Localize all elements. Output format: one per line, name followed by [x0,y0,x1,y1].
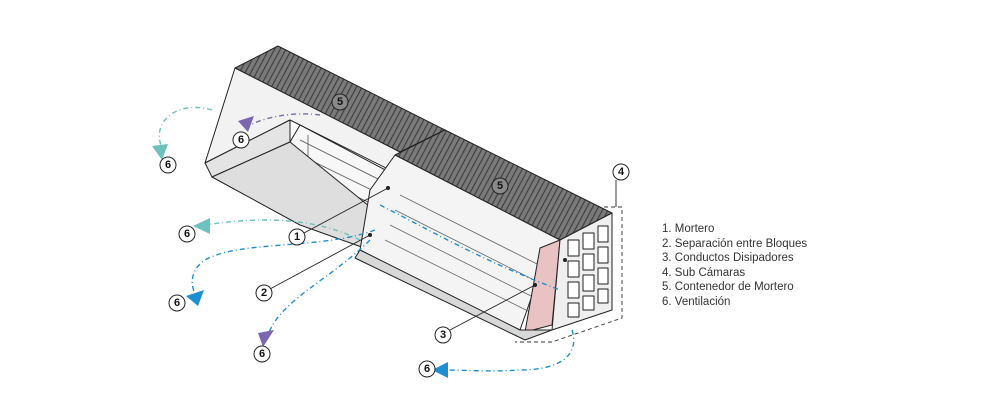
flow-mid-left [204,219,361,241]
callout-label-5b: 5 [497,180,503,192]
callout-circle-5a [331,93,349,111]
callout-circle-6a [159,156,177,174]
arrow-down [258,330,274,347]
right-block-end [551,212,613,331]
legend-item-separacion: 2. Separación entre Bloques [662,237,808,250]
legend-item-contenedor: 5. Contenedor de Mortero [662,281,794,294]
callout-circle-6d [168,294,186,312]
sub-chambers-grid [567,225,609,318]
flow-arrowheads [152,116,448,378]
right-block [354,129,613,341]
ventilation-flows [158,106,575,372]
legend-item-mortero: 1. Mortero [662,223,715,235]
callout-label-6a: 6 [165,159,171,171]
flow-down [267,239,371,336]
arrow-mid-left [193,218,210,234]
flow-inside [379,204,561,291]
callout-label-6b: 6 [238,134,244,146]
callout-label-4: 4 [618,166,625,178]
callout-label-6f: 6 [424,363,430,375]
callout-label-2: 2 [261,287,267,299]
legend-item-ventilacion: 6. Ventilación [662,295,731,308]
callout-circle-1 [288,228,306,246]
left-block-end [204,67,401,176]
arrow-bottom [432,362,448,378]
callout-label-5a: 5 [337,96,343,108]
subchamber-outline [515,206,623,343]
legend-item-sub-camaras: 4. Sub Cámaras [662,266,746,279]
callout-circle-5b [491,177,509,195]
callout-circle-4 [612,163,630,181]
callout-label-1: 1 [294,231,300,243]
callout-circle-3 [434,326,452,344]
callout-circle-6b [232,131,250,149]
callout-circle-2 [255,284,273,302]
callout-circle-6c [178,225,196,243]
left-block [204,45,446,251]
callout-circle-6f [418,360,436,378]
arrow-lower-left [186,290,204,306]
leader-lines [269,180,617,331]
arrow-top-inner [238,116,254,132]
callout-label-6d: 6 [174,297,180,309]
legend: 1. Mortero 2. Separación entre Bloques 3… [662,222,807,310]
callout-labels: 1 2 3 4 5 5 6 6 6 6 6 6 [165,96,625,375]
flow-top-left [158,106,213,149]
callout-label-6c: 6 [184,228,190,240]
arrow-top-left [152,144,168,160]
callouts [159,93,630,378]
callout-label-3: 3 [440,329,446,341]
callout-label-6e: 6 [259,348,265,360]
right-block-bottom [354,249,553,341]
legend-item-conductos: 3. Conductos Disipadores [662,252,794,265]
flow-bottom [444,329,575,372]
callout-circle-6e [253,345,271,363]
